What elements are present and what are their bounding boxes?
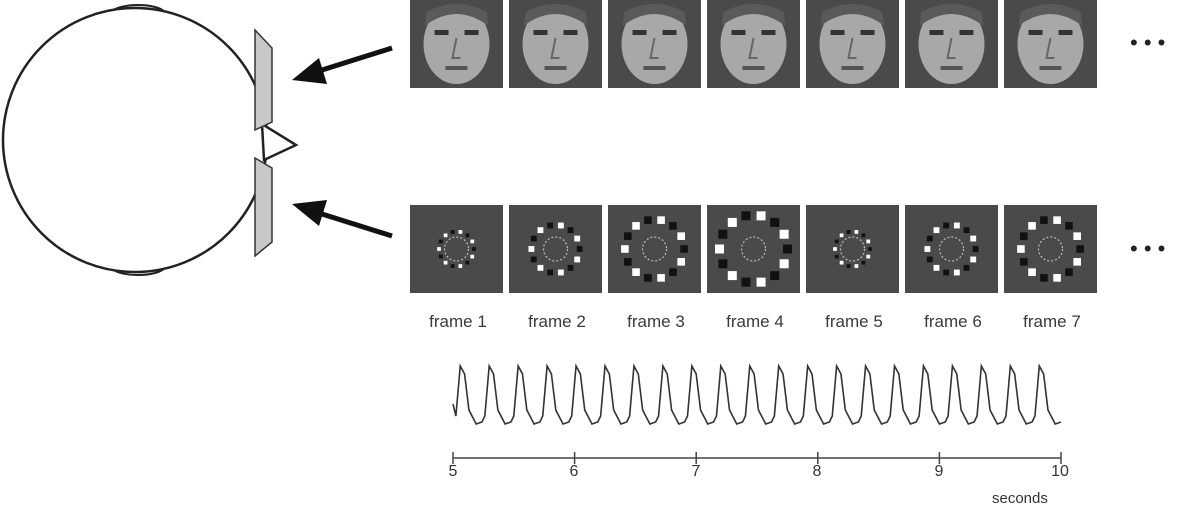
head-circle [1, 6, 269, 274]
frame-label-5: frame 5 [825, 312, 883, 331]
tick-label-6: 6 [569, 463, 579, 480]
lower-visual-field-screen [254, 156, 273, 258]
stimulus-frame [608, 205, 701, 293]
face-frame [905, 0, 998, 88]
stimulus-row-continuation: • • • [1130, 236, 1165, 261]
stimulus-frame [509, 205, 602, 293]
nose [260, 121, 299, 162]
face-frame [410, 0, 503, 88]
face-frame [509, 0, 602, 88]
stimulus-frame [1004, 205, 1097, 293]
frame-label-2: frame 2 [528, 312, 586, 331]
response-trace [452, 363, 1062, 425]
stimulus-frame [806, 205, 899, 293]
tick-label-8: 8 [812, 463, 822, 480]
tick-label-7: 7 [691, 463, 701, 480]
tick-label-5: 5 [448, 463, 458, 480]
axis-unit-label: seconds [992, 490, 1048, 507]
face-frame [707, 0, 800, 88]
time-axis-ticks [452, 452, 1062, 464]
face-row-continuation: • • • [1130, 30, 1165, 55]
face-frame [806, 0, 899, 88]
frame-label-7: frame 7 [1023, 312, 1081, 331]
upper-arrow [292, 45, 393, 84]
tick-label-9: 9 [934, 463, 944, 480]
stimulus-frame [905, 205, 998, 293]
frame-label-1: frame 1 [429, 312, 487, 331]
stimulus-frame [410, 205, 503, 293]
face-frame [1004, 0, 1097, 88]
face-frames-row [410, 0, 1097, 88]
stimulus-frames-row [410, 205, 1097, 293]
upper-visual-field-screen [254, 28, 273, 132]
stimulus-frame [707, 205, 800, 293]
frame-label-4: frame 4 [726, 312, 784, 331]
frame-label-3: frame 3 [627, 312, 685, 331]
head-diagram [1, 4, 299, 276]
face-frame [608, 0, 701, 88]
lower-arrow [292, 200, 393, 239]
frame-label-6: frame 6 [924, 312, 982, 331]
tick-label-10: 10 [1051, 463, 1069, 480]
